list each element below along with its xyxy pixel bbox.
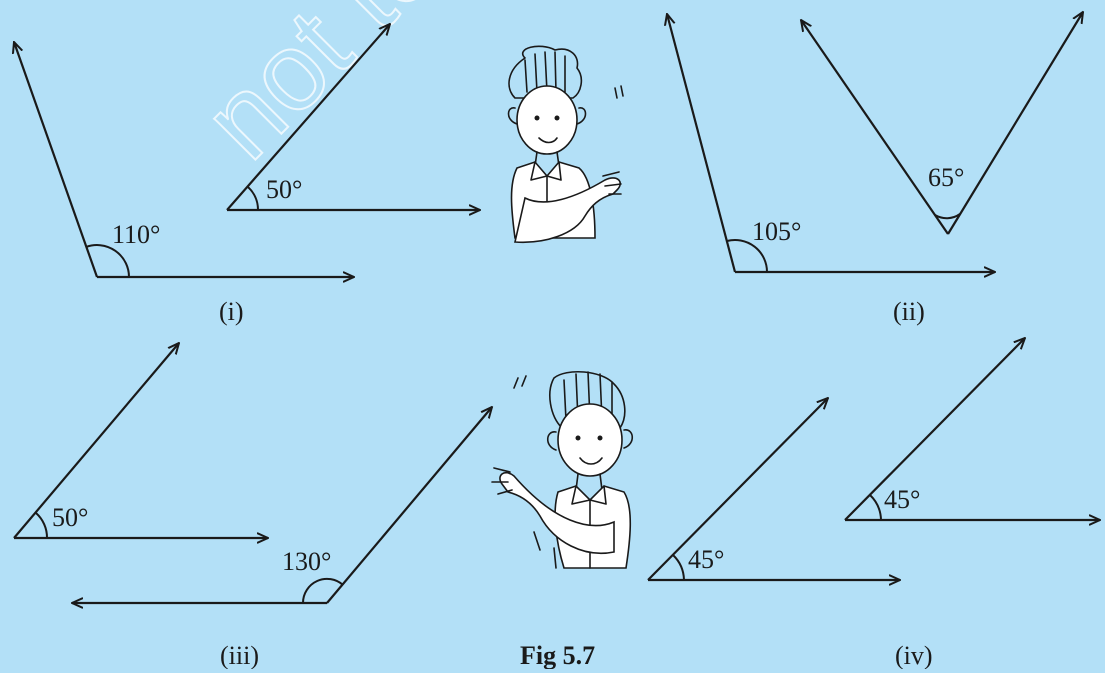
angle-label-50b: 50° [52,503,88,532]
part-iii-angle-130: 130° [72,407,492,603]
angle-arc [869,494,882,521]
angle-label-50: 50° [266,175,302,204]
girl-pointing-left-illustration [491,370,634,569]
part-iv-angle-45a: 45° [647,398,900,581]
ray [801,20,949,235]
part-iv-angle-45b: 45° [844,338,1100,521]
ray [667,14,737,273]
ray [844,338,1025,521]
angle-arc [726,238,768,273]
girl-pointing-right-illustration [507,45,624,244]
angle-label-45b: 45° [884,485,920,514]
ray [13,343,179,539]
angle-label-45a: 45° [688,545,724,574]
part-label-iii: (iii) [220,641,259,669]
part-ii-angle-65: 65° [801,12,1083,235]
angle-arc [672,554,685,581]
watermark-text: not to [180,0,462,182]
angle-arc [85,244,130,278]
part-i-angle-50: 50° [226,24,480,211]
part-label-i: (i) [219,297,244,326]
angle-label-65: 65° [928,163,964,192]
angle-label-110: 110° [112,220,160,249]
ray [647,398,828,581]
part-label-iv: (iv) [895,641,933,669]
ray [14,42,99,278]
angle-arc [301,577,344,604]
part-i-angle-110: 110° [14,42,354,277]
angle-label-130: 130° [282,547,331,576]
part-label-ii: (ii) [893,297,925,326]
ray [326,407,492,604]
part-ii-angle-105: 105° [667,14,995,272]
angle-arc [247,186,260,211]
angle-label-105: 105° [752,217,801,246]
ray [226,24,390,211]
ray [947,12,1083,235]
figure-caption: Fig 5.7 [520,641,595,669]
angle-arc [35,512,49,539]
part-iii-angle-50: 50° [13,343,268,539]
angle-arc [934,213,961,220]
